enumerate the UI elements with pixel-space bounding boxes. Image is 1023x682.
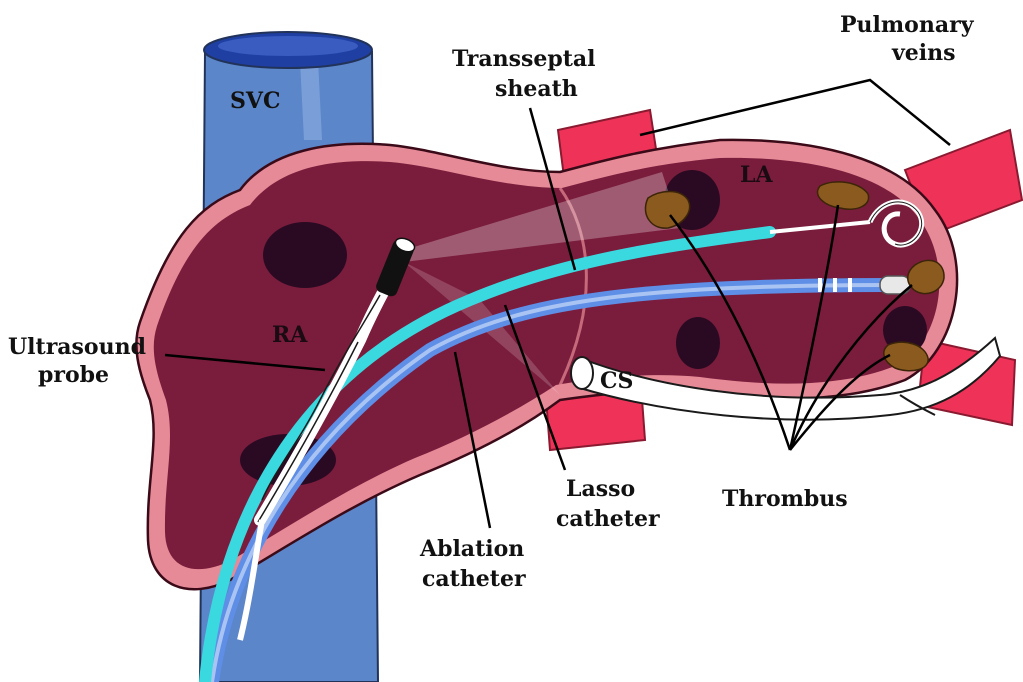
label-lasso-line1: Lasso	[566, 476, 635, 502]
label-svc: SVC	[230, 88, 280, 114]
label-transseptal-line1: Transseptal	[452, 46, 596, 72]
ostium-la-left-lower	[676, 317, 720, 369]
label-pulmonary-veins-line2: veins	[891, 40, 956, 66]
label-la: LA	[740, 162, 773, 188]
leader-pulmonary	[640, 80, 950, 145]
label-ablation-line2: catheter	[422, 566, 526, 592]
label-thrombus: Thrombus	[722, 486, 848, 512]
label-ultrasound-line2: probe	[38, 362, 109, 388]
label-ultrasound-line1: Ultrasound	[8, 334, 146, 360]
label-ablation-line1: Ablation	[419, 536, 524, 562]
label-ra: RA	[272, 322, 308, 348]
ostium-ra-upper	[263, 222, 347, 288]
label-lasso-line2: catheter	[556, 506, 660, 532]
label-cs: CS	[600, 368, 633, 394]
label-transseptal-line2: sheath	[495, 76, 578, 102]
label-pulmonary-veins-line1: Pulmonary	[840, 12, 975, 38]
